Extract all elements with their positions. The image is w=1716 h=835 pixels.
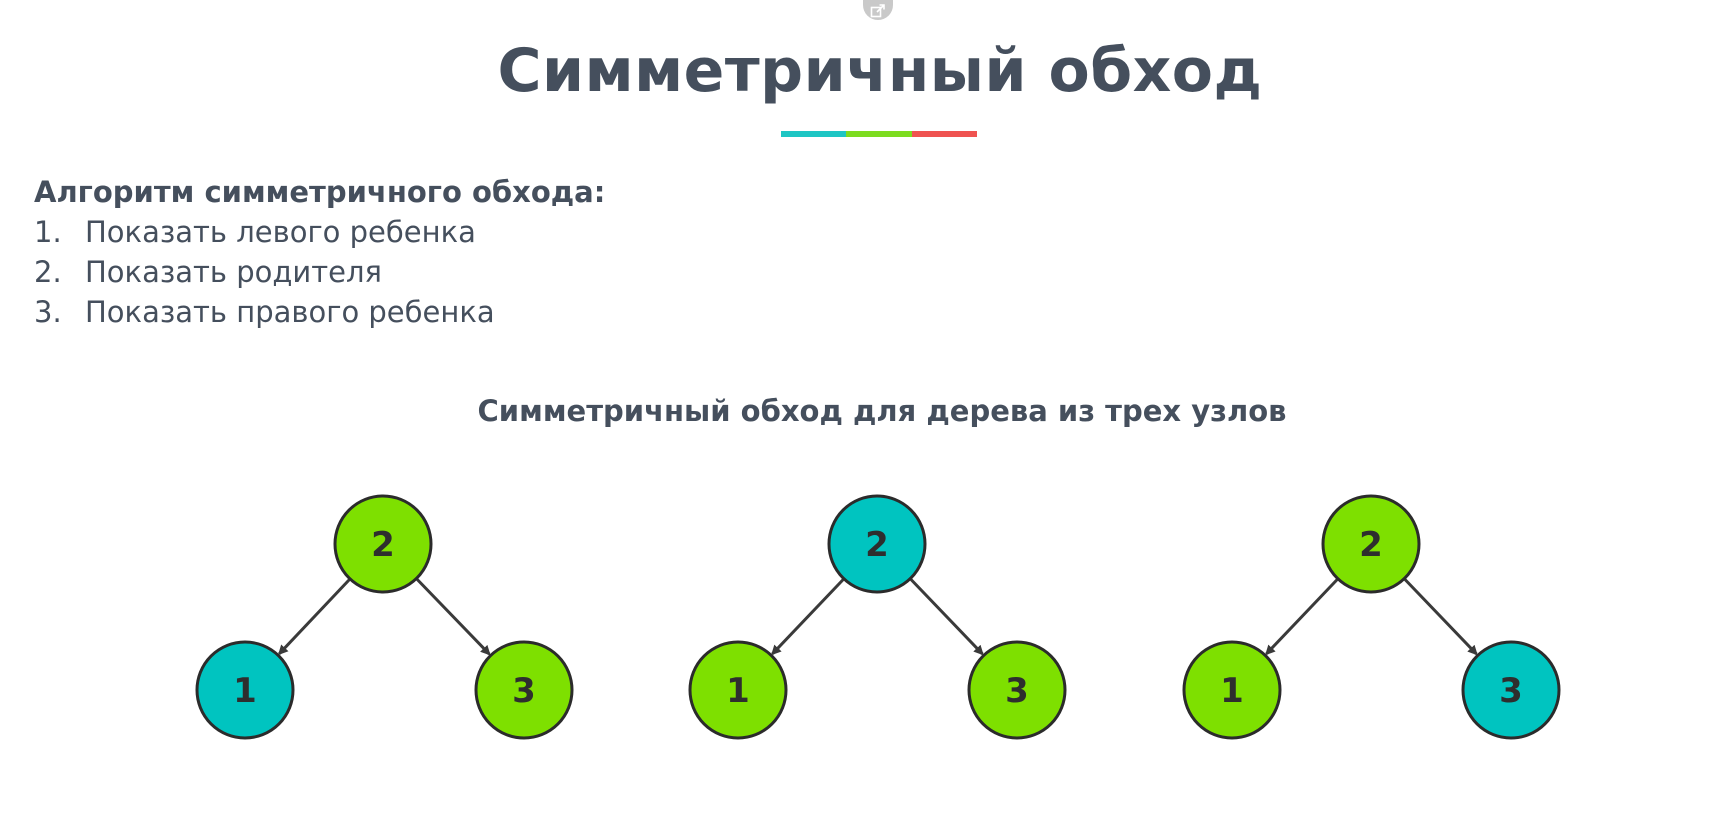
algorithm-step: 3. Показать правого ребенка: [34, 292, 605, 332]
tree-1: 2 1 3: [195, 494, 574, 740]
tree-node-root: [1321, 494, 1421, 594]
underline-segment-red: [911, 131, 977, 137]
step-number: 3.: [34, 295, 62, 329]
underline-segment-green: [846, 131, 912, 137]
tree-node-label: 1: [233, 671, 257, 711]
diagram-caption: Симметричный обход для дерева из трех уз…: [477, 394, 1287, 428]
tree-node-label: 2: [1359, 525, 1383, 565]
edge-arrow-right: [1403, 578, 1478, 656]
tree-node-left: [688, 640, 788, 740]
edge-arrow-left: [771, 578, 845, 656]
tree-node-label: 1: [726, 671, 750, 711]
tree-node-left: [1182, 640, 1282, 740]
tree-node-label: 2: [865, 525, 889, 565]
tree-node-left: [195, 640, 295, 740]
underline-segment-teal: [781, 131, 847, 137]
tree-3: 2 1 3: [1182, 494, 1561, 740]
tree-node-label: 3: [1499, 671, 1523, 711]
algorithm-heading: Алгоритм симметричного обхода:: [34, 175, 606, 209]
tree-node-label: 3: [512, 671, 536, 711]
edge-arrow-right: [909, 578, 984, 656]
algorithm-block: Алгоритм симметричного обхода: 1. Показа…: [34, 172, 605, 332]
step-number: 2.: [34, 255, 62, 289]
edge-arrow-left: [277, 578, 351, 656]
tree-node-right: [474, 640, 574, 740]
popout-icon[interactable]: [863, 0, 893, 20]
tree-2: 2 1 3: [688, 494, 1067, 740]
tree-node-right: [1461, 640, 1561, 740]
tree-node-root: [827, 494, 927, 594]
edge-arrow-left: [1265, 578, 1339, 656]
tree-node-label: 2: [371, 525, 395, 565]
algorithm-step: 2. Показать родителя: [34, 252, 605, 292]
step-text: Показать левого ребенка: [85, 215, 476, 249]
tree-node-right: [967, 640, 1067, 740]
tree-node-label: 3: [1005, 671, 1029, 711]
edge-arrow-right: [415, 578, 491, 656]
step-text: Показать правого ребенка: [85, 295, 495, 329]
tree-node-label: 1: [1220, 671, 1244, 711]
slide-title: Симметричный обход: [497, 36, 1263, 106]
title-underline: [781, 131, 977, 137]
step-text: Показать родителя: [85, 255, 382, 289]
tree-node-root: [333, 494, 433, 594]
step-number: 1.: [34, 215, 62, 249]
algorithm-step: 1. Показать левого ребенка: [34, 212, 605, 252]
algorithm-steps: 1. Показать левого ребенка 2. Показать р…: [34, 212, 605, 332]
